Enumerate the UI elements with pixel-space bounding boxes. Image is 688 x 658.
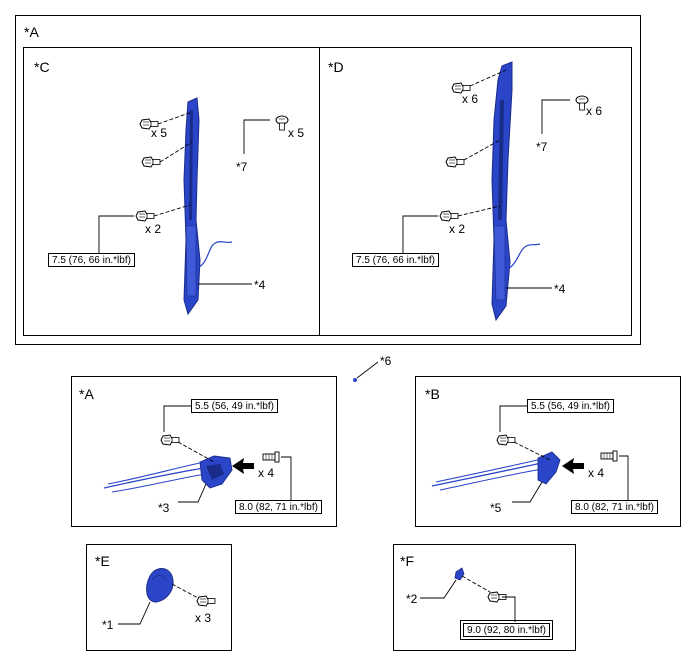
- screw-icon: [262, 451, 280, 463]
- panel-a-label: *A: [79, 386, 94, 402]
- part-number-label: *3: [158, 501, 170, 515]
- torque-spec: 9.0 (92, 80 in.*lbf): [460, 620, 553, 640]
- speaker-assembly-a: [103, 455, 233, 493]
- torque-spec: 5.5 (56, 49 in.*lbf): [527, 399, 614, 413]
- torque-spec: 5.5 (56, 49 in.*lbf): [191, 399, 278, 413]
- part-number-label: *7: [536, 140, 548, 154]
- quantity-label: x 6: [462, 92, 479, 106]
- part-number-label: *1: [102, 618, 114, 632]
- clip-icon: [275, 115, 289, 131]
- arrow-icon: [232, 458, 254, 474]
- quantity-label: x 5: [151, 126, 168, 140]
- panel-e-label: *E: [95, 553, 110, 569]
- part-2-f: [454, 567, 465, 581]
- pillar-trim-d: [491, 61, 541, 322]
- panel-b-label: *B: [425, 386, 440, 402]
- panel-f-label: *F: [400, 553, 414, 569]
- quantity-label: x 5: [288, 126, 305, 140]
- speaker-e: [146, 568, 174, 603]
- torque-spec: 8.0 (82, 71 in.*lbf): [571, 500, 658, 514]
- quantity-label: x 6: [586, 104, 603, 118]
- bolt-icon: [496, 434, 516, 446]
- bolt-icon: [196, 595, 216, 607]
- quantity-label: x 3: [195, 611, 212, 625]
- part-number-label: *4: [254, 278, 266, 292]
- panel-c: [23, 47, 320, 336]
- panel-d-label: *D: [328, 59, 344, 75]
- quantity-label: x 2: [449, 222, 466, 236]
- speaker-assembly-b: [431, 451, 561, 491]
- part-number-label: *6: [380, 354, 392, 368]
- part-number-label: *4: [554, 282, 566, 296]
- bolt-icon: [439, 210, 459, 222]
- panel-c-label: *C: [34, 59, 50, 75]
- bolt-icon: [445, 156, 465, 168]
- quantity-label: x 4: [258, 466, 275, 480]
- part-number-label: *2: [406, 592, 418, 606]
- bolt-icon: [141, 156, 161, 168]
- torque-spec: 7.5 (76, 66 in.*lbf): [352, 253, 439, 267]
- panel-d: [319, 47, 632, 336]
- pillar-trim-c: [183, 97, 233, 316]
- part-number-label: *5: [490, 501, 502, 515]
- arrow-icon: [562, 458, 584, 474]
- part-number-label: *7: [236, 160, 248, 174]
- panel-outer-a-label: *A: [24, 24, 39, 40]
- bolt-icon: [160, 434, 180, 446]
- screw-icon: [600, 450, 618, 462]
- bolt-icon: [135, 210, 155, 222]
- torque-spec: 8.0 (82, 71 in.*lbf): [235, 500, 322, 514]
- part-6-icon: [353, 378, 357, 382]
- quantity-label: x 4: [588, 466, 605, 480]
- quantity-label: x 2: [145, 222, 162, 236]
- torque-spec: 7.5 (76, 66 in.*lbf): [48, 253, 135, 267]
